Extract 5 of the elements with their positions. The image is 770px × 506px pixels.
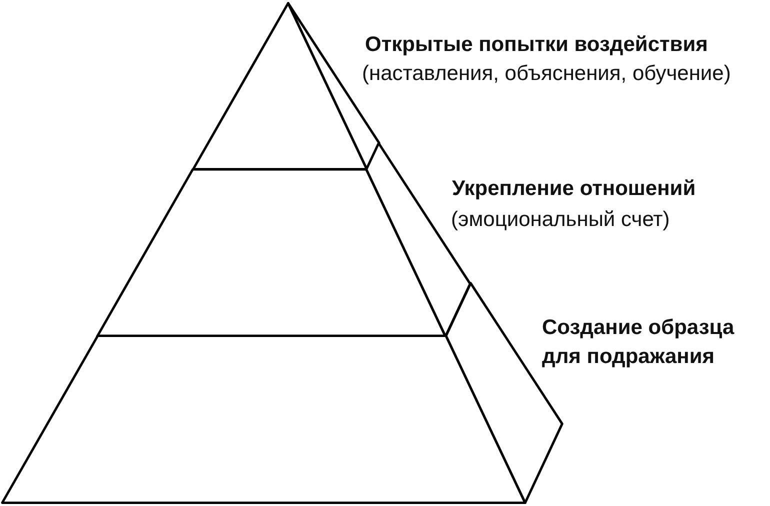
tier-heading: Открытые попытки воздействия (365, 32, 708, 58)
tier-description: (эмоциональный счет) (451, 207, 670, 233)
tier-description: (наставления, объяснения, обучение) (362, 61, 731, 87)
tier-heading: Укрепление отношений (452, 176, 696, 202)
tier-heading: Создание образца для подражания (542, 315, 736, 370)
